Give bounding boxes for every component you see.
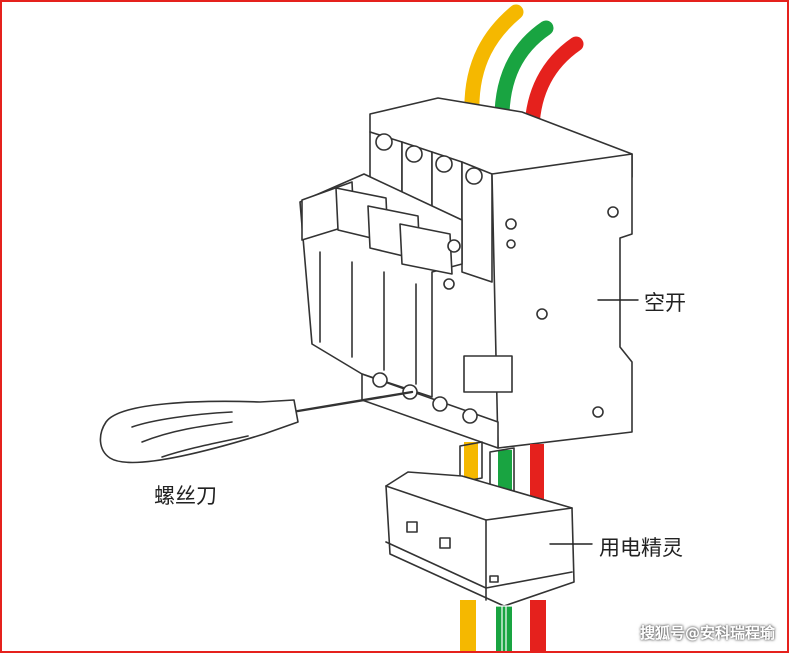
breaker-label: 空开 <box>644 291 686 315</box>
screwdriver <box>99 390 414 464</box>
monitoring-device <box>385 471 575 607</box>
screwdriver-handle <box>99 399 299 464</box>
screwdriver-label: 螺丝刀 <box>154 484 217 508</box>
circuit-breaker <box>299 97 633 449</box>
device-label: 用电精灵 <box>599 536 683 560</box>
watermark: 搜狐号@安科瑞程瑜 <box>639 624 775 642</box>
wire-yellow-top <box>464 4 524 122</box>
mid-wires <box>459 441 544 504</box>
outgoing-wires <box>460 600 546 651</box>
